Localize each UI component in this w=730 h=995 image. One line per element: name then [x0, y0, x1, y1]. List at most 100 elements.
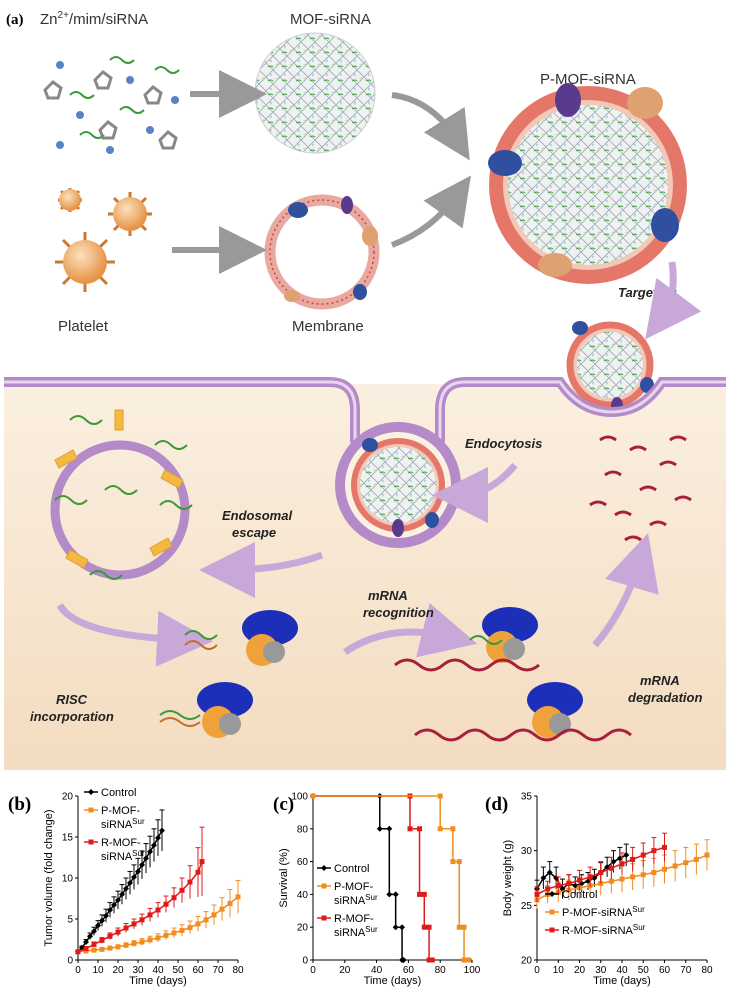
point-r_mof: [199, 859, 205, 865]
point-p_mof: [219, 906, 225, 912]
point-p_mof: [450, 826, 456, 832]
point-r_mof: [640, 852, 646, 858]
legend-superscript: Sur: [132, 817, 145, 826]
point-control: [91, 928, 97, 935]
series-line-p_mof: [313, 795, 469, 961]
y-tick-label: 100: [291, 792, 308, 803]
label-membrane: Membrane: [292, 318, 364, 335]
point-r_mof: [608, 865, 614, 871]
step-endosomal-line2: escape: [232, 525, 276, 540]
point-control: [127, 879, 133, 886]
point-p_mof: [195, 921, 201, 927]
label-zn-rest: /mim/siRNA: [69, 11, 148, 28]
point-control: [103, 912, 109, 919]
endosome: [335, 422, 461, 548]
legend-superscript: Sur: [632, 905, 645, 914]
point-p_mof: [131, 941, 137, 947]
point-p_mof: [456, 859, 462, 865]
legend-marker-r_mof: [321, 915, 327, 921]
point-control: [123, 885, 129, 892]
legend-label-control: Control: [101, 787, 136, 799]
point-control: [99, 917, 105, 924]
legend-label-control: Control: [334, 863, 369, 875]
point-p_mof: [662, 866, 667, 872]
point-p_mof: [107, 945, 113, 951]
x-tick-label: 20: [112, 965, 124, 976]
y-tick-label: 60: [297, 857, 309, 868]
y-tick-label: 20: [521, 956, 533, 967]
point-r_mof: [123, 925, 129, 931]
y-axis-label: Body weight (g): [502, 840, 514, 916]
point-r_mof: [429, 957, 435, 963]
p-mof-sirna-bound-particle: [566, 321, 654, 415]
point-p_mof: [211, 912, 217, 918]
point-p_mof: [235, 894, 241, 900]
y-axis-label: Tumor volume (fold change): [43, 809, 55, 946]
point-control: [119, 891, 125, 898]
y-tick-label: 80: [297, 824, 309, 835]
x-tick-label: 60: [403, 965, 415, 976]
reagent-mixture-illustration: [43, 56, 180, 154]
y-tick-label: 5: [67, 915, 73, 926]
point-p_mof: [693, 856, 699, 862]
point-p_mof: [456, 924, 462, 930]
y-tick-label: 25: [521, 901, 533, 912]
x-axis-label: Time (days): [129, 975, 187, 987]
step-deg-line1: mRNA: [640, 673, 680, 688]
step-mrna-line1: mRNA: [368, 588, 408, 603]
point-r_mof: [417, 891, 423, 897]
point-r_mof: [566, 880, 572, 886]
point-r_mof: [421, 891, 427, 897]
point-p_mof: [203, 917, 209, 923]
point-r_mof: [195, 869, 201, 875]
point-p_mof: [672, 863, 678, 869]
point-r_mof: [171, 895, 177, 901]
point-r_mof: [426, 924, 432, 930]
x-tick-label: 40: [371, 965, 383, 976]
label-zn-mim-sirna: Zn2+/mim/siRNA: [40, 10, 148, 28]
point-r_mof: [407, 826, 413, 832]
point-r_mof: [421, 924, 427, 930]
legend-label-r_mof: siRNASur: [334, 925, 378, 939]
x-tick-label: 20: [574, 965, 586, 976]
x-tick-label: 50: [638, 965, 650, 976]
series-line-control: [77, 830, 163, 953]
y-tick-label: 15: [62, 833, 74, 844]
x-tick-label: 0: [534, 965, 540, 976]
x-tick-label: 50: [172, 965, 184, 976]
x-tick-label: 70: [212, 965, 224, 976]
y-tick-label: 10: [62, 874, 74, 885]
point-control: [135, 868, 141, 875]
risc-complexes: [159, 607, 632, 742]
point-p_mof: [683, 860, 689, 866]
point-control: [143, 855, 149, 862]
point-control: [147, 848, 153, 855]
point-p_mof: [461, 924, 467, 930]
point-control: [540, 875, 547, 881]
point-control: [115, 897, 121, 904]
point-p_mof: [640, 872, 646, 878]
legend-label-control: Control: [562, 889, 597, 901]
point-control: [83, 938, 89, 945]
point-r_mof: [555, 883, 561, 889]
membrane-vesicle: [264, 194, 380, 310]
point-p_mof: [630, 874, 636, 880]
x-tick-label: 30: [132, 965, 144, 976]
series-line-r_mof: [313, 795, 433, 961]
legend-superscript: Sur: [365, 925, 378, 934]
step-deg-line2: degradation: [628, 690, 702, 705]
point-r_mof: [187, 879, 193, 885]
legend-label-p_mof: siRNASur: [101, 817, 145, 831]
point-p_mof: [437, 793, 443, 799]
point-p_mof: [466, 957, 472, 963]
point-r_mof: [534, 891, 540, 897]
y-tick-label: 0: [302, 956, 308, 967]
x-tick-label: 30: [595, 965, 607, 976]
point-r_mof: [75, 949, 81, 955]
point-control: [392, 891, 399, 898]
legend-marker-p_mof: [88, 807, 94, 813]
process-arrows: [172, 70, 471, 274]
y-tick-label: 40: [297, 890, 309, 901]
